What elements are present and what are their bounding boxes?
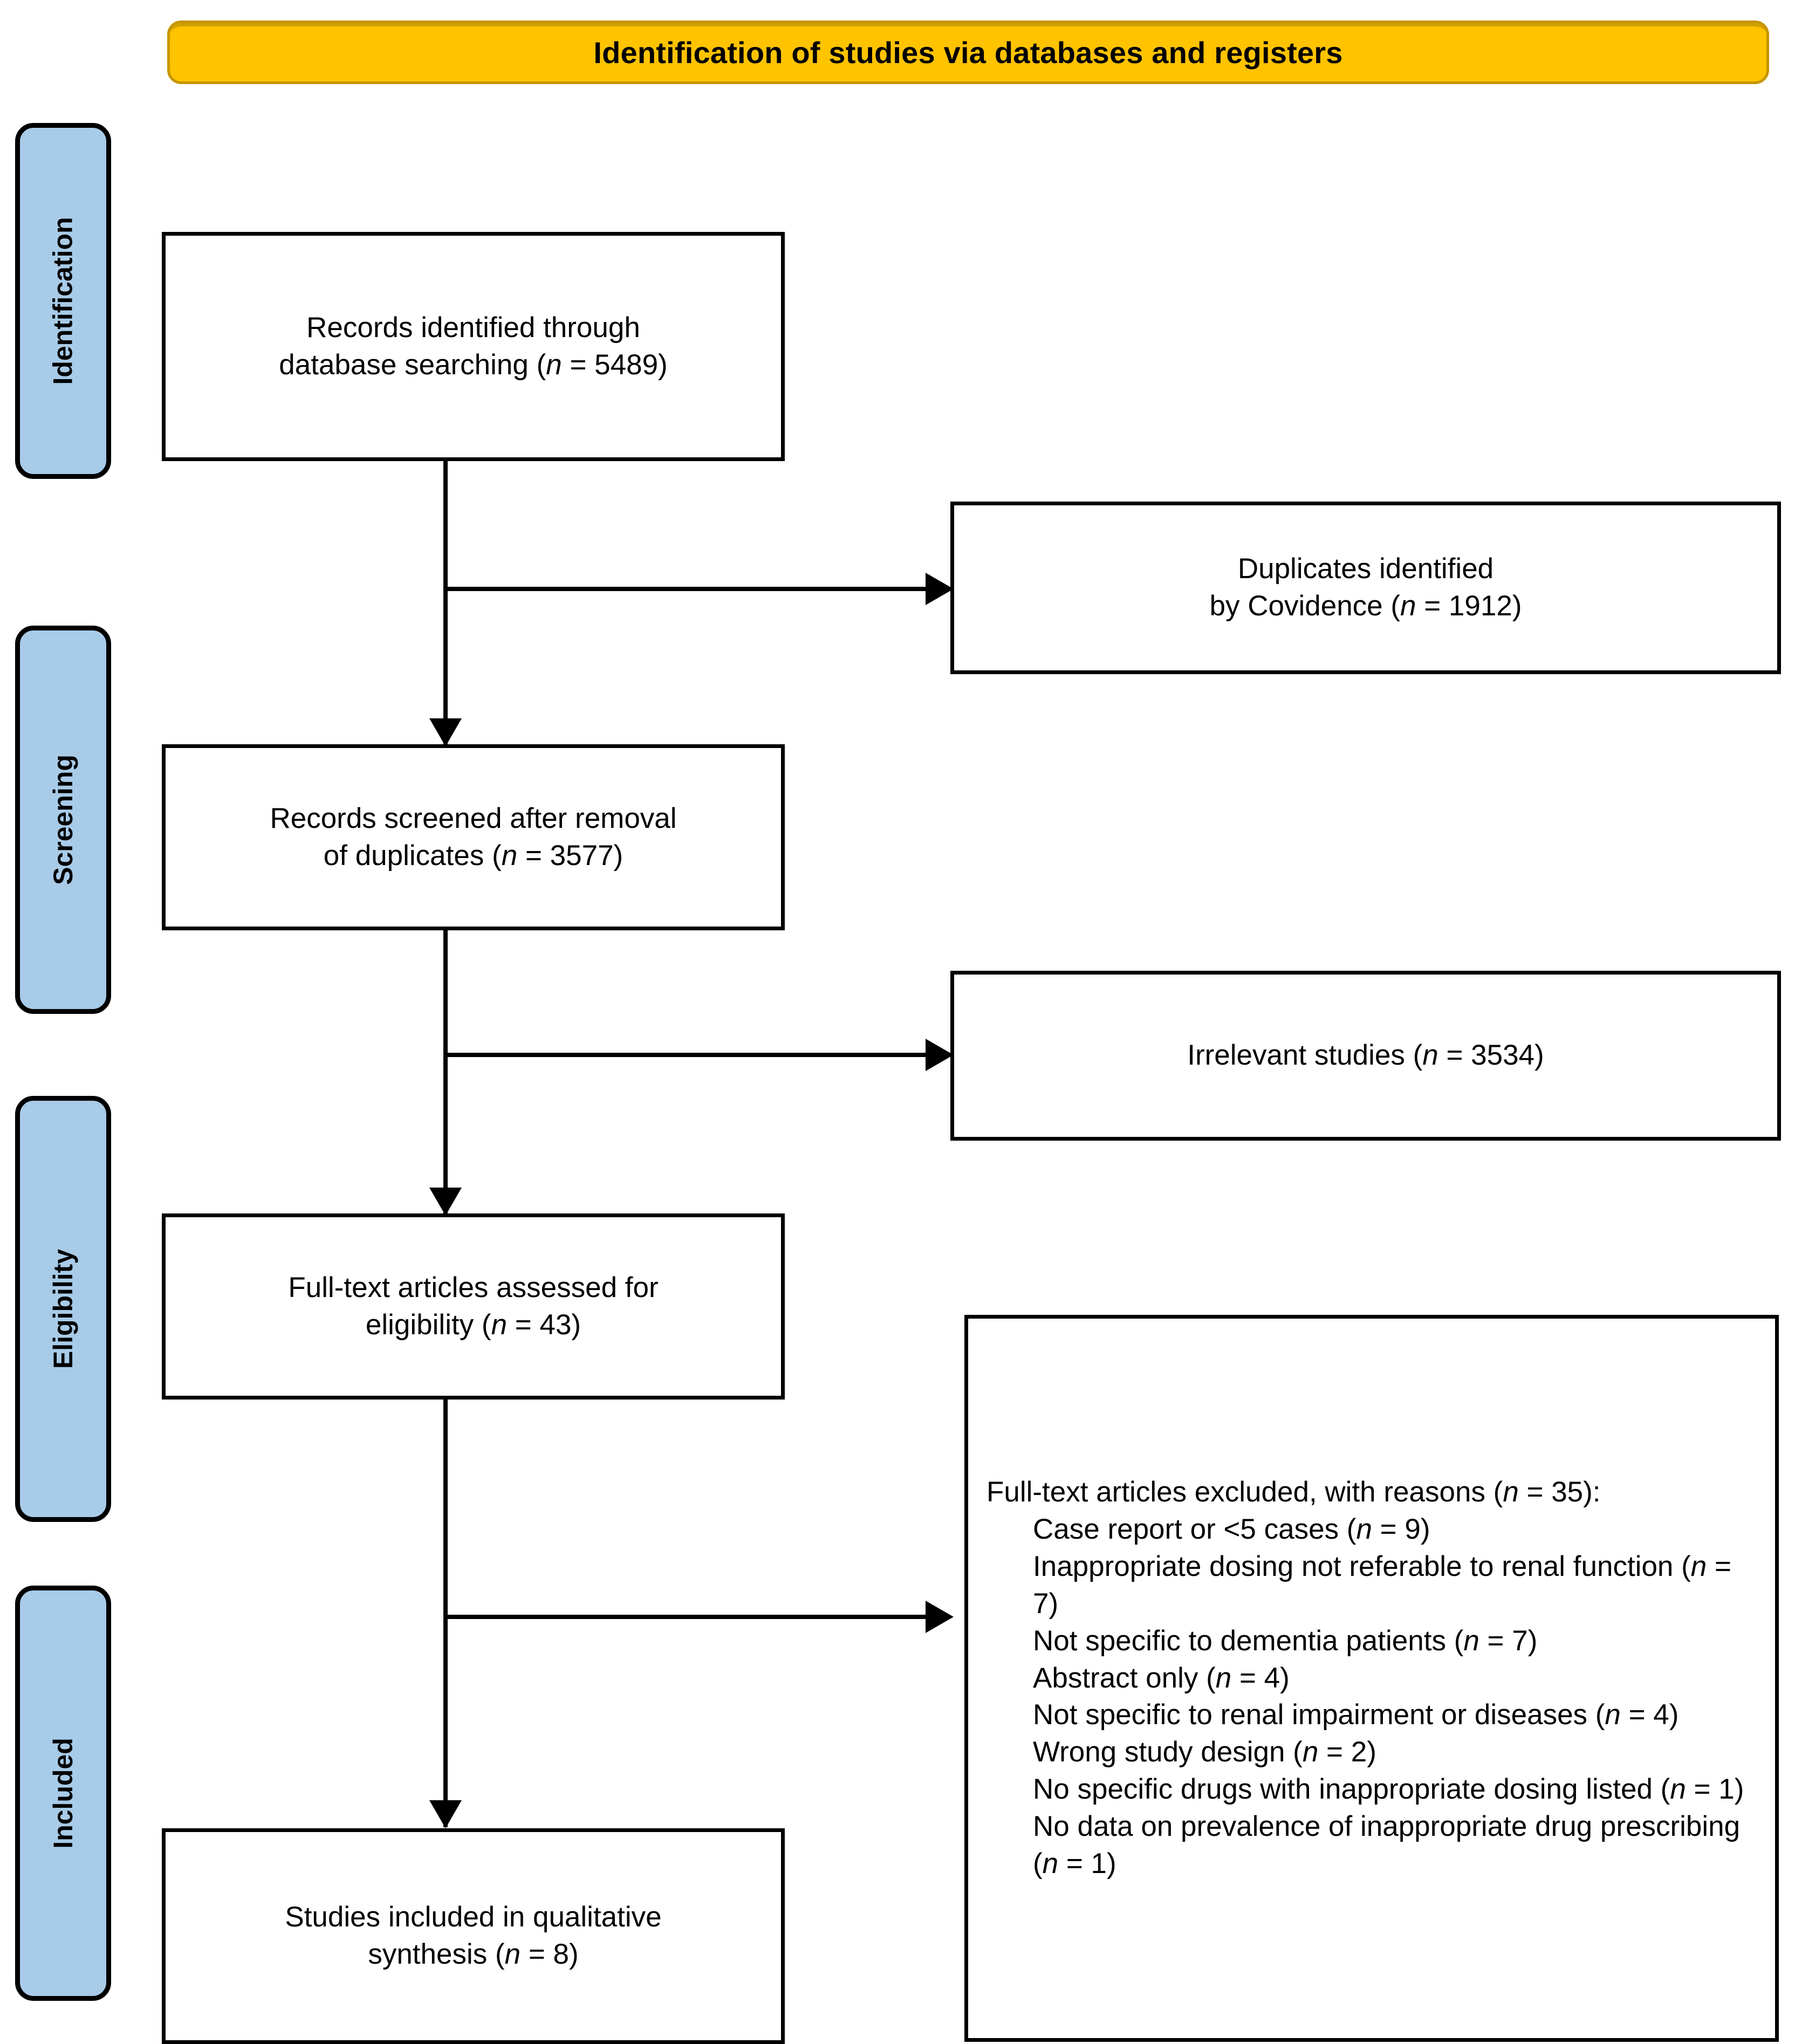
box-fulltext-assessed: Full-text articles assessed for eligibil… — [162, 1213, 785, 1400]
n-symbol: n — [1670, 1773, 1686, 1806]
connector-branch-to-duplicates — [443, 587, 926, 591]
stage-tab-identification: Identification — [15, 123, 111, 479]
box-duplicates-identified: Duplicates identified by Covidence (n = … — [950, 502, 1781, 674]
box-records-screened-text: Records screened after removal of duplic… — [256, 800, 690, 875]
n-symbol: n — [1690, 1550, 1707, 1582]
exclusion-reason-item: Case report or <5 cases (n = 9) — [986, 1511, 1757, 1548]
n-symbol: n — [546, 348, 562, 381]
stage-tab-screening: Screening — [15, 626, 111, 1014]
exclusion-reason-item: Not specific to dementia patients (n = 7… — [986, 1623, 1757, 1660]
arrowhead-to-excluded — [926, 1601, 954, 1633]
n-symbol: n — [1605, 1699, 1621, 1731]
exclusion-reason-item: Not specific to renal impairment or dise… — [986, 1697, 1757, 1734]
box-irrelevant-studies: Irrelevant studies (n = 3534) — [950, 971, 1781, 1141]
line-2-post: = 3577) — [517, 839, 624, 872]
box-records-screened: Records screened after removal of duplic… — [162, 744, 785, 930]
arrowhead-to-fulltext — [429, 1188, 462, 1216]
line-1: Full-text articles assessed for — [288, 1271, 659, 1304]
excluded-header-post: = 35): — [1518, 1476, 1601, 1508]
reason-post: = 2) — [1318, 1736, 1376, 1768]
n-symbol: n — [1503, 1476, 1519, 1508]
n-symbol: n — [1400, 590, 1416, 622]
text-post: = 3534) — [1438, 1039, 1544, 1072]
reason-post: = 1) — [1686, 1773, 1744, 1806]
box-fulltext-assessed-text: Full-text articles assessed for eligibil… — [274, 1270, 672, 1344]
reason-pre: No specific drugs with inappropriate dos… — [1033, 1773, 1670, 1806]
diagram-title: Identification of studies via databases … — [593, 35, 1343, 70]
stage-tab-label: Identification — [48, 217, 79, 385]
line-2-post: = 1912) — [1416, 590, 1522, 622]
reason-pre: Wrong study design ( — [1033, 1736, 1303, 1768]
n-symbol: n — [1042, 1848, 1059, 1880]
excluded-header-pre: Full-text articles excluded, with reason… — [986, 1476, 1503, 1508]
line-2-pre: synthesis ( — [368, 1938, 505, 1970]
n-symbol: n — [1215, 1662, 1232, 1694]
diagram-header-banner: Identification of studies via databases … — [167, 20, 1769, 84]
box-records-identified: Records identified through database sear… — [162, 232, 785, 461]
reason-pre: No data on prevalence of inappropriate d… — [1033, 1810, 1741, 1880]
n-symbol: n — [501, 839, 518, 872]
arrowhead-to-irrelevant — [926, 1039, 954, 1071]
n-symbol: n — [1422, 1039, 1438, 1072]
n-symbol: n — [1302, 1736, 1319, 1768]
line-1: Records identified through — [306, 311, 640, 344]
connector-identified-to-screened — [443, 459, 448, 745]
text-pre: Irrelevant studies ( — [1187, 1039, 1423, 1072]
n-symbol: n — [504, 1938, 521, 1970]
line-2-pre: of duplicates ( — [323, 839, 502, 872]
line-2-pre: by Covidence ( — [1209, 590, 1401, 622]
reason-post: = 4) — [1231, 1662, 1290, 1694]
n-symbol: n — [1356, 1513, 1372, 1545]
line-2-post: = 5489) — [561, 348, 668, 381]
line-2-pre: database searching ( — [279, 348, 546, 381]
arrowhead-to-screened — [429, 718, 462, 746]
reason-pre: Inappropriate dosing not referable to re… — [1033, 1550, 1691, 1582]
reason-pre: Case report or <5 cases ( — [1033, 1513, 1356, 1545]
box-studies-included: Studies included in qualitative synthesi… — [162, 1828, 785, 2044]
connector-branch-to-irrelevant — [443, 1053, 926, 1057]
line-2-pre: eligibility ( — [365, 1308, 491, 1341]
line-1: Duplicates identified — [1237, 553, 1494, 585]
n-symbol: n — [491, 1308, 508, 1341]
reason-post: = 7) — [1479, 1624, 1538, 1657]
exclusion-reason-item: Inappropriate dosing not referable to re… — [986, 1548, 1757, 1623]
connector-screened-to-fulltext — [443, 929, 448, 1215]
box-fulltext-excluded: Full-text articles excluded, with reason… — [964, 1315, 1779, 2042]
line-1: Records screened after removal — [270, 802, 677, 834]
reason-pre: Not specific to renal impairment or dise… — [1033, 1699, 1605, 1731]
box-fulltext-excluded-text: Full-text articles excluded, with reason… — [968, 1474, 1775, 1883]
stage-tab-included: Included — [15, 1586, 111, 2001]
stage-tab-label: Included — [48, 1738, 79, 1849]
arrowhead-to-included — [429, 1800, 462, 1828]
line-2-post: = 8) — [520, 1938, 579, 1970]
reason-pre: Not specific to dementia patients ( — [1033, 1624, 1464, 1657]
exclusion-reason-item: No specific drugs with inappropriate dos… — [986, 1771, 1757, 1808]
reason-pre: Abstract only ( — [1033, 1662, 1216, 1694]
stage-tab-label: Screening — [48, 755, 78, 885]
box-duplicates-identified-text: Duplicates identified by Covidence (n = … — [1196, 551, 1536, 625]
box-records-identified-text: Records identified through database sear… — [265, 310, 681, 384]
reason-post: = 7) — [1033, 1550, 1731, 1620]
stage-tab-eligibility: Eligibility — [15, 1096, 111, 1522]
exclusion-reason-item: No data on prevalence of inappropriate d… — [986, 1808, 1757, 1883]
connector-branch-to-excluded — [443, 1615, 926, 1619]
line-2-post: = 43) — [507, 1308, 581, 1341]
exclusion-reason-item: Wrong study design (n = 2) — [986, 1734, 1757, 1771]
line-1: Studies included in qualitative — [285, 1901, 662, 1933]
reason-post: = 9) — [1372, 1513, 1430, 1545]
box-irrelevant-studies-text: Irrelevant studies (n = 3534) — [1173, 1037, 1558, 1074]
arrowhead-to-duplicates — [926, 573, 954, 605]
connector-fulltext-to-included — [443, 1396, 448, 1827]
box-studies-included-text: Studies included in qualitative synthesi… — [271, 1899, 675, 1973]
reason-post: = 1) — [1058, 1848, 1116, 1880]
exclusion-reason-item: Abstract only (n = 4) — [986, 1660, 1757, 1697]
n-symbol: n — [1463, 1624, 1479, 1657]
reason-post: = 4) — [1620, 1699, 1679, 1731]
stage-tab-label: Eligibility — [48, 1249, 78, 1369]
